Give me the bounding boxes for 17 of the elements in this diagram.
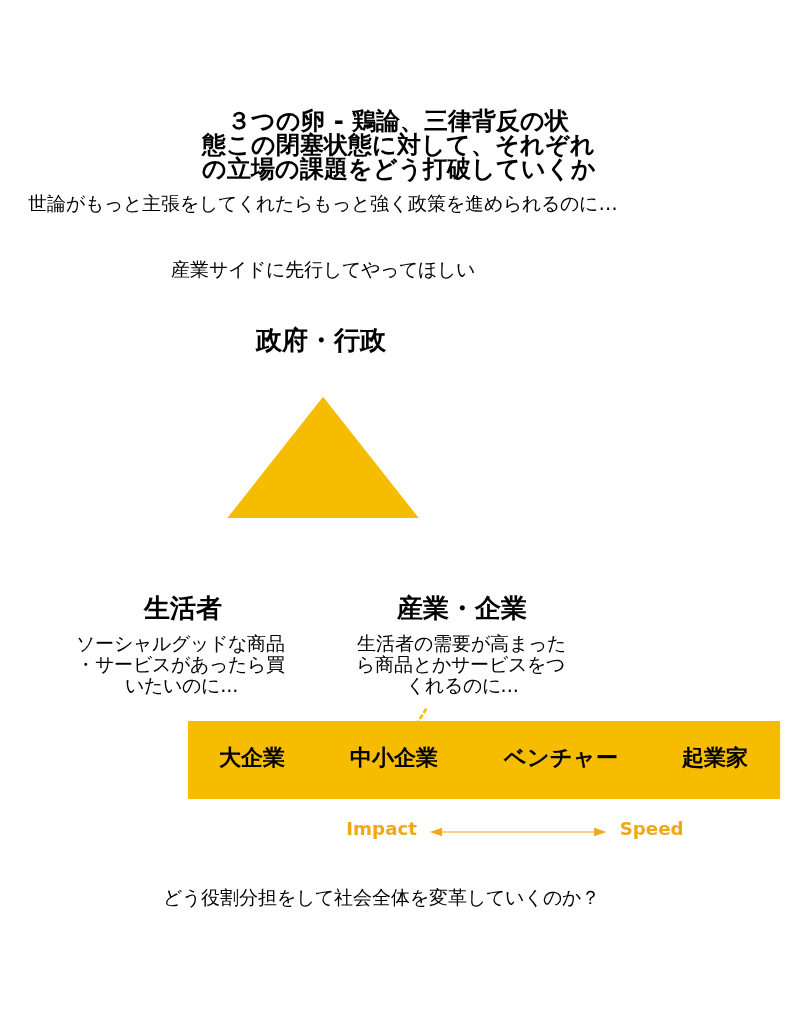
node-text: ベンチャー [504, 743, 619, 770]
node-text: 中小企業 [350, 743, 439, 770]
node-text: 起業家 [682, 743, 749, 770]
label: どう役割分担をして社会全体を変革していくのか？ [163, 886, 601, 910]
node-text: Impact [346, 818, 417, 840]
node-text: 産業・企業 生活者の需要が高まったら商品とかサービスをつくれるのに... [356, 593, 567, 698]
node-text: 生活者 ソーシャルグッドな商品・サービスがあったら買いたいのに... [76, 593, 286, 698]
node-label: 世論がもっと主張をしてくれたらもっと強く政策を進められるのに… [28, 192, 618, 216]
arrow [429, 827, 607, 837]
cluster [187, 721, 781, 799]
node-text: 政府・行政 [256, 325, 387, 356]
diagram-title: ３つの卵 - 鶏論、三律背反の状態この閉塞状態に対して、それぞれの立場の課題をどう打破していくか [201, 105, 596, 184]
node-triangle [227, 396, 419, 519]
node-text: 大企業 [218, 743, 285, 770]
node-text: Speed [619, 818, 684, 840]
node-label: 産業サイドに先行してやってほしい [171, 257, 476, 281]
connector [417, 708, 428, 723]
